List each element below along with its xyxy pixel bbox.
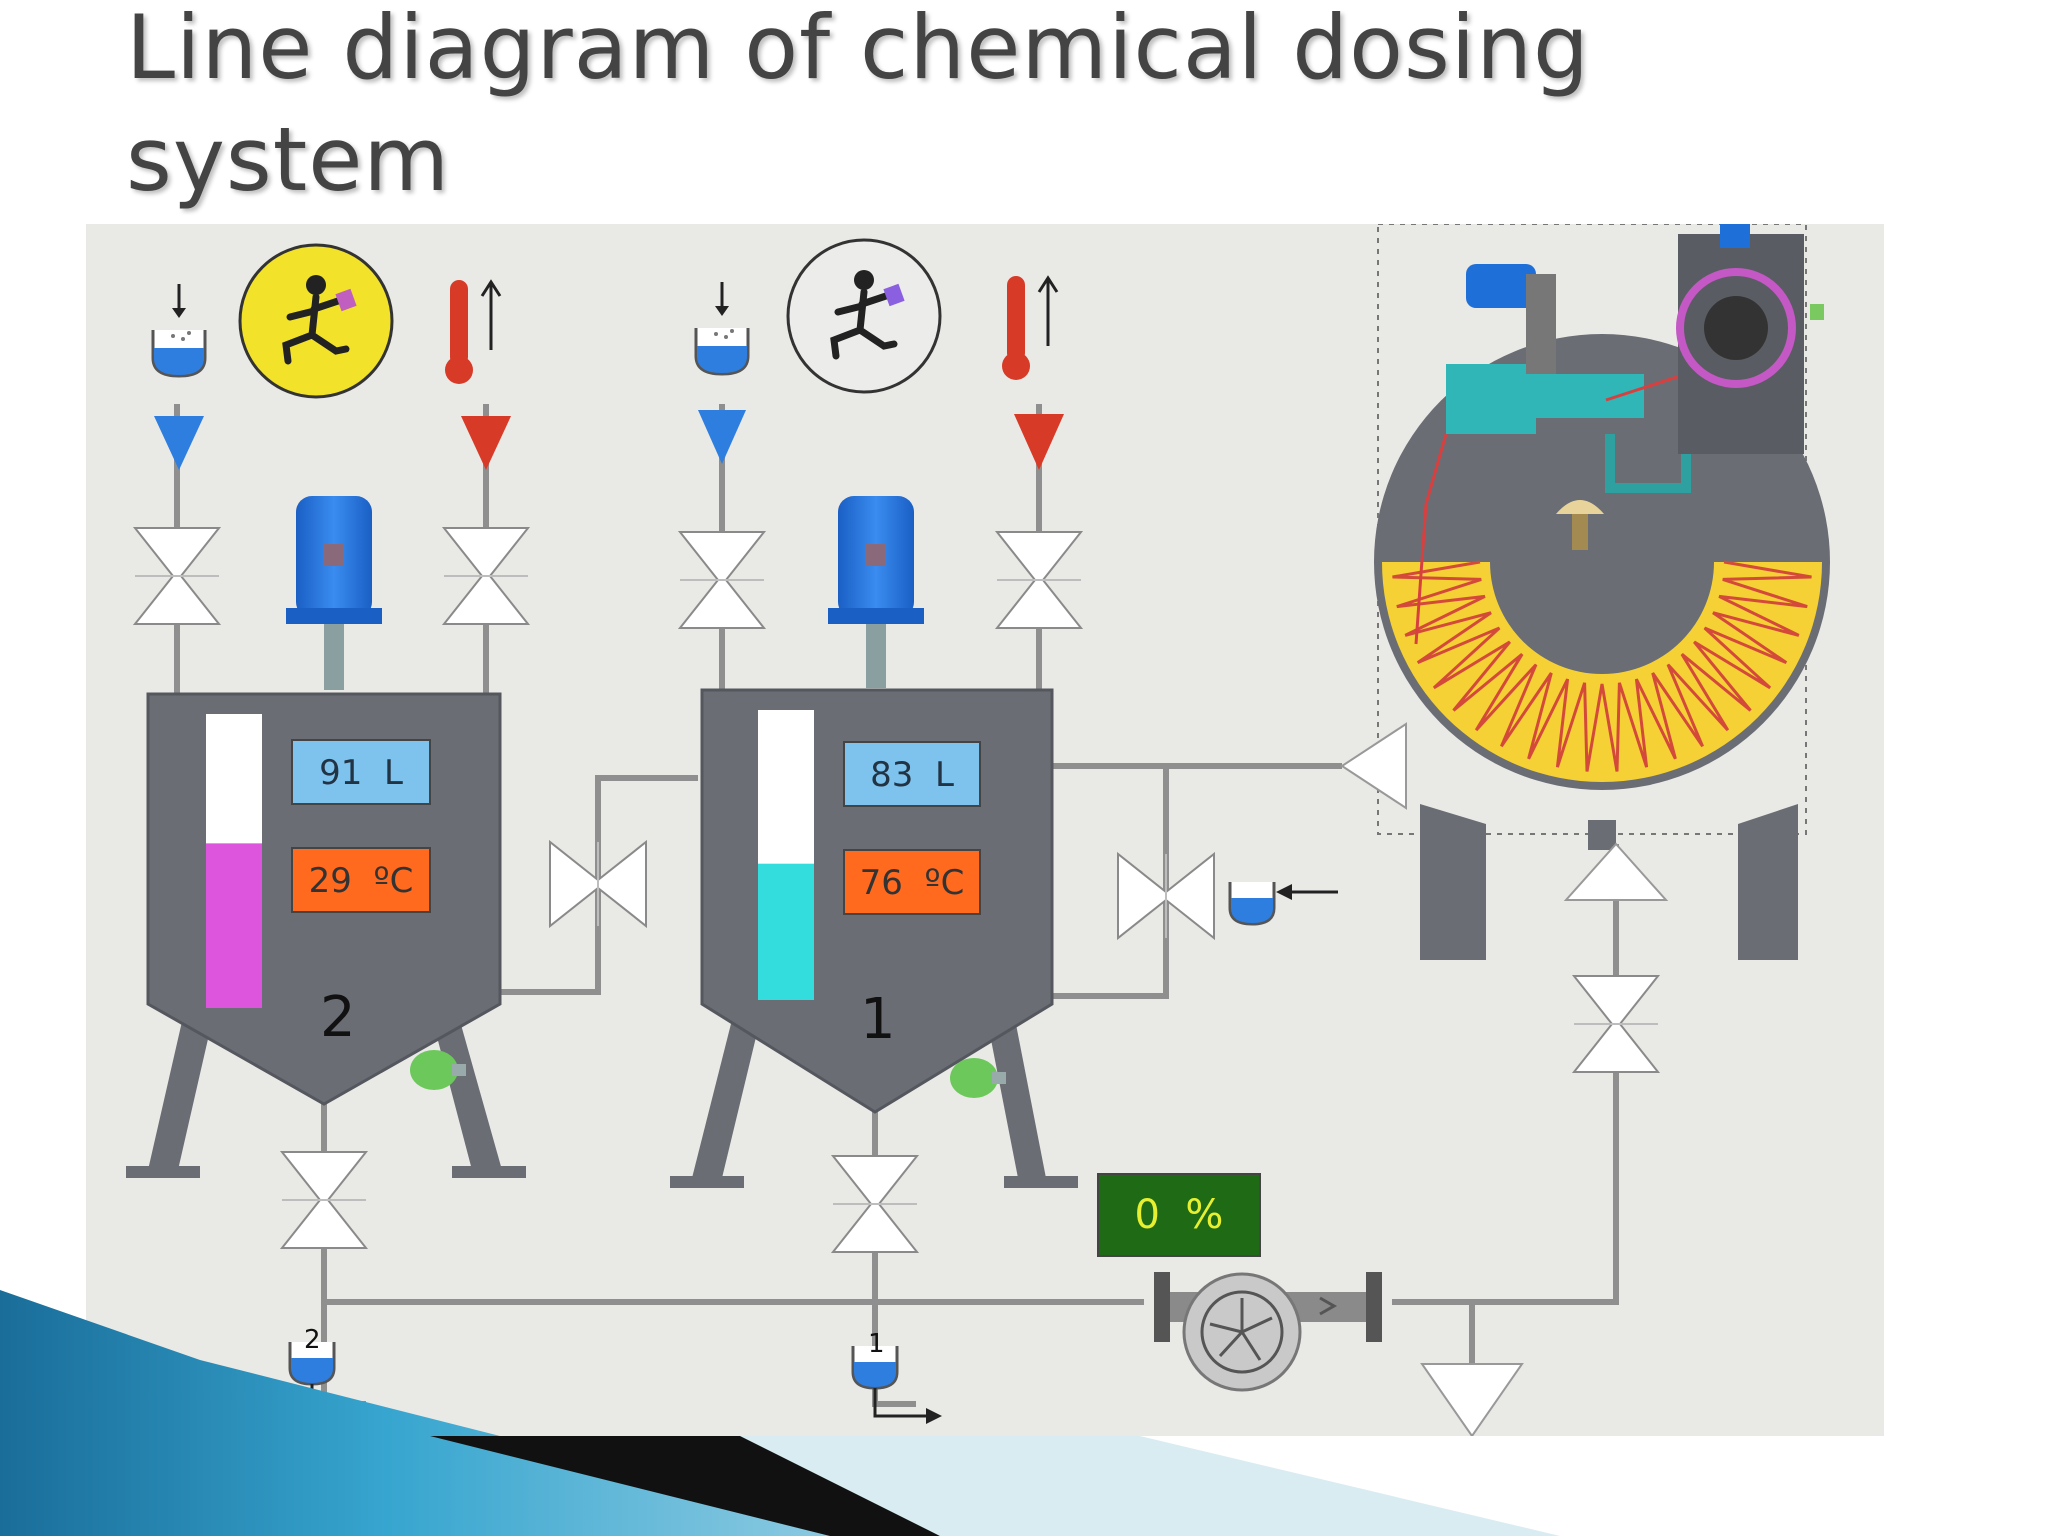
tank-2-assembly: 91 L 29 ºC 2 (126, 243, 529, 1249)
butterfly-valve-icon[interactable] (679, 531, 765, 629)
actuator-icon (950, 1058, 1006, 1098)
up-arrow-icon (1563, 842, 1669, 901)
agitator-motor-icon (286, 496, 382, 690)
outlet-label: 2 (304, 1325, 321, 1355)
butterfly-valve-icon[interactable] (832, 1155, 918, 1253)
outlet-label: 1 (868, 1329, 885, 1359)
level-fill (206, 843, 262, 1008)
thermometer-icon (1002, 276, 1030, 380)
butterfly-valve-icon[interactable] (996, 531, 1082, 629)
level-display (843, 741, 981, 807)
tank-number: 1 (860, 987, 896, 1052)
up-arrow-icon (1037, 275, 1059, 346)
drain-funnel-icon (1228, 880, 1276, 926)
return-indicator (1014, 414, 1064, 470)
heating-coil-icon (1392, 560, 1812, 772)
supply-indicator (154, 416, 204, 470)
outlet-2: 2 (288, 1325, 378, 1422)
level-fill (758, 863, 814, 1000)
temp-display (291, 847, 431, 913)
actuator-icon (410, 1050, 466, 1090)
butterfly-valve-icon[interactable] (549, 841, 647, 927)
temp-display (843, 849, 981, 915)
butterfly-valve-icon[interactable] (134, 527, 220, 625)
running-operator-icon (238, 243, 394, 399)
level-display (291, 739, 431, 805)
temp-readout: 76 ºC (860, 863, 965, 903)
process-diagram-photo: 91 L 29 ºC 2 (86, 224, 1884, 1436)
down-arrow-icon (1420, 1363, 1524, 1436)
dosing-hopper-icon (694, 282, 750, 376)
return-indicator (461, 416, 511, 470)
butterfly-valve-icon[interactable] (1573, 975, 1659, 1073)
left-arrow-icon (1276, 884, 1338, 900)
running-operator-icon (786, 238, 942, 394)
dosing-hopper-icon (151, 284, 207, 378)
butterfly-valve-icon[interactable] (1117, 853, 1215, 939)
tank-number: 2 (320, 985, 356, 1050)
thermometer-icon (445, 280, 473, 384)
butterfly-valve-icon[interactable] (281, 1151, 367, 1249)
temp-readout: 29 ºC (309, 861, 414, 901)
process-diagram: 91 L 29 ºC 2 (126, 224, 1830, 1436)
supply-indicator (698, 410, 746, 464)
pump-speed-readout: 0 % (1135, 1192, 1224, 1238)
reactor-vessel-icon (1340, 224, 1830, 960)
tank-1-assembly: 83 L 76 ºC 1 (670, 238, 1082, 1253)
level-readout: 83 L (870, 755, 954, 795)
up-arrow-icon (480, 279, 502, 350)
level-readout: 91 L (319, 753, 403, 793)
butterfly-valve-icon[interactable] (443, 527, 529, 625)
slide-title: Line diagram of chemical dosing system (126, 0, 1590, 211)
agitator-motor-icon (828, 496, 924, 688)
pump-speed-display: 0 % (1097, 1173, 1261, 1257)
outlet-1: 1 (851, 1329, 942, 1424)
centrifugal-pump-icon[interactable] (1154, 1272, 1382, 1392)
